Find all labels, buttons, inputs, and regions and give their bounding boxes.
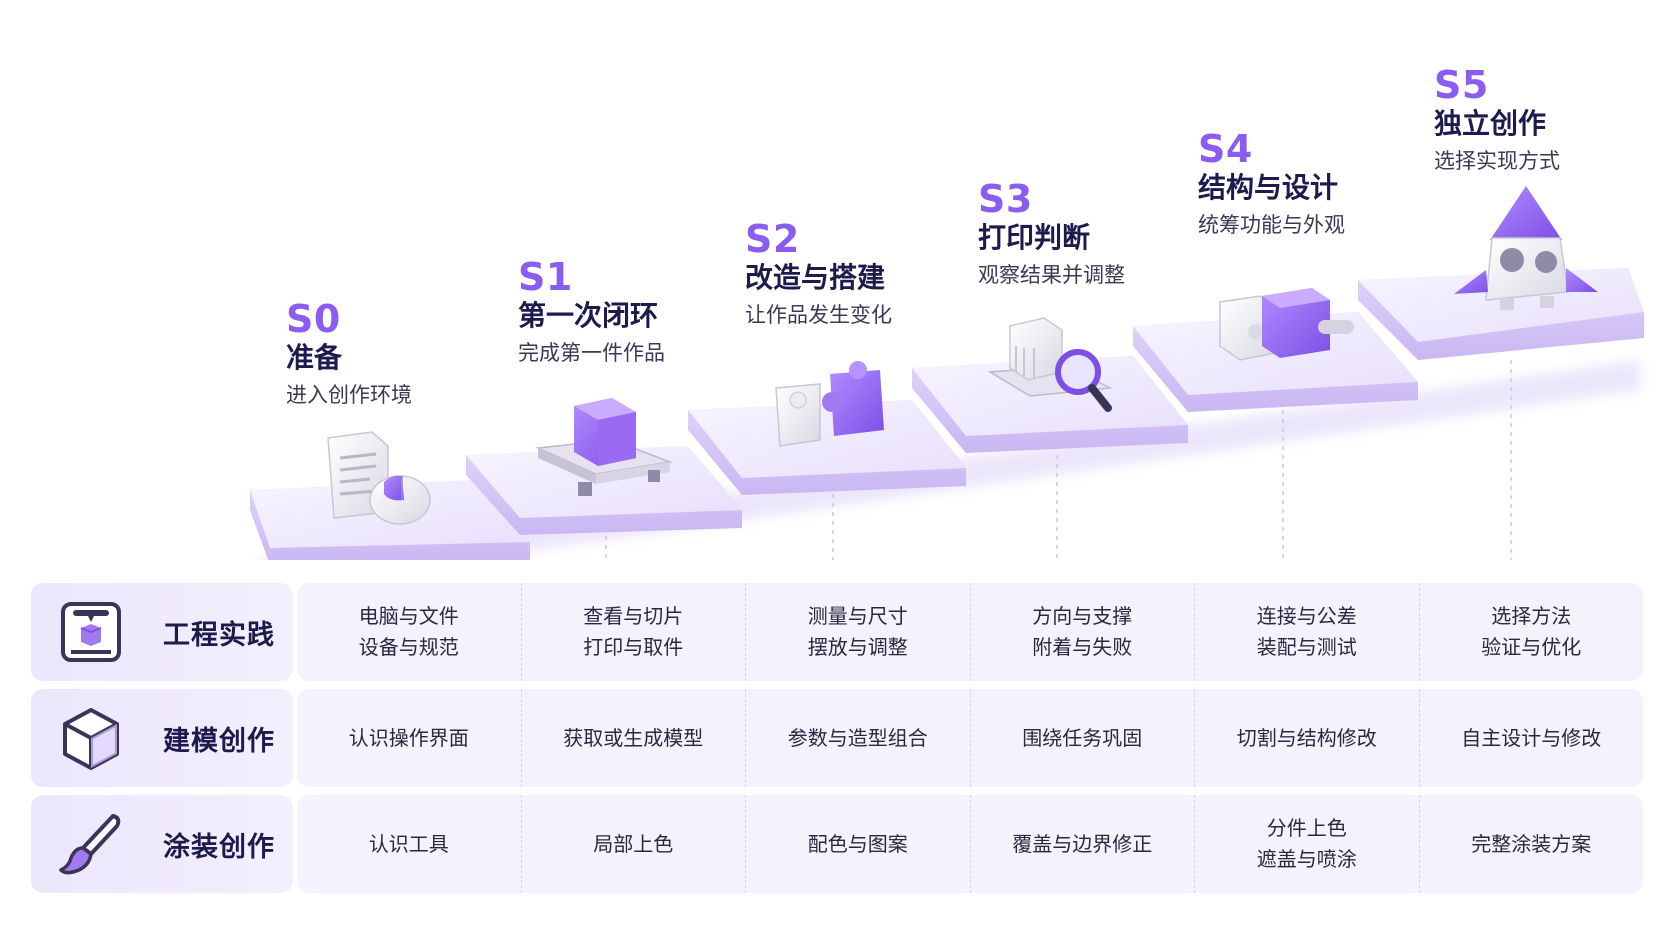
cell-line: 切割与结构修改 (1236, 725, 1377, 750)
row-cells: 认识工具 局部上色 配色与图案 覆盖与边界修正 分件上色遮盖与喷涂 完整涂装方案 (297, 795, 1643, 893)
table-cell: 获取或生成模型 (520, 689, 746, 787)
cell-line: 摆放与调整 (807, 635, 908, 659)
cell-line: 附着与失败 (1032, 635, 1133, 659)
stage-subtitle: 完成第一件作品 (518, 341, 665, 365)
table-cell: 参数与造型组合 (745, 689, 970, 787)
stage-code: S5 (1434, 63, 1489, 107)
stage-s3: S3 打印判断 观察结果并调整 (978, 178, 1125, 290)
cell-line: 方向与支撑 (1032, 604, 1133, 628)
table-cell: 电脑与文件设备与规范 (297, 583, 521, 681)
document-and-mouse-icon (327, 431, 431, 525)
cell-line: 覆盖与边界修正 (1012, 831, 1153, 856)
paintbrush-icon (59, 814, 121, 875)
stage-s4: S4 结构与设计 统筹功能与外观 (1198, 128, 1345, 240)
row-header: 涂装创作 (31, 795, 293, 893)
stage-title: 独立创作 (1434, 107, 1547, 140)
table-cell: 测量与尺寸摆放与调整 (745, 583, 970, 681)
row-header: 建模创作 (31, 689, 293, 787)
table-cell: 覆盖与边界修正 (969, 795, 1195, 893)
row-painting-creation: 涂装创作 认识工具 局部上色 配色与图案 覆盖与边界修正 分件上色遮盖与喷涂 完… (31, 795, 1643, 893)
cell-line: 完整涂装方案 (1471, 831, 1592, 856)
cell-line: 局部上色 (593, 831, 674, 856)
cell-line: 打印与取件 (583, 635, 684, 659)
staircase-diagram (250, 186, 1644, 560)
stair-steps (250, 268, 1644, 560)
cell-line: 围绕任务巩固 (1022, 725, 1143, 750)
table-cell: 切割与结构修改 (1194, 689, 1419, 787)
cell-line: 电脑与文件 (358, 604, 459, 628)
table-cell: 方向与支撑附着与失败 (969, 583, 1195, 681)
table-cell: 连接与公差装配与测试 (1194, 583, 1419, 681)
stage-code: S1 (518, 255, 573, 299)
stage-s0: S0 准备 进入创作环境 (286, 298, 412, 410)
cell-line: 连接与公差 (1256, 604, 1357, 628)
stage-s2: S2 改造与搭建 让作品发生变化 (745, 218, 892, 330)
stage-subtitle: 让作品发生变化 (745, 303, 892, 327)
cell-line: 认识工具 (368, 831, 449, 856)
cell-line: 遮盖与喷涂 (1256, 847, 1357, 871)
stage-subtitle: 进入创作环境 (286, 383, 412, 407)
cube-on-print-bed-icon (535, 398, 673, 496)
stage-title: 打印判断 (978, 221, 1091, 254)
stage-code: S0 (286, 297, 341, 341)
cell-line: 测量与尺寸 (807, 604, 908, 628)
row-title: 建模创作 (163, 725, 275, 757)
cell-line: 查看与切片 (583, 604, 684, 628)
cell-line: 选择方法 (1491, 604, 1572, 628)
puzzle-blocks-icon (775, 361, 884, 447)
connected-blocks-icon (1219, 288, 1354, 361)
table-cell: 分件上色遮盖与喷涂 (1194, 795, 1419, 893)
stage-code: S2 (745, 217, 800, 261)
row-title: 工程实践 (163, 619, 275, 651)
stage-s1: S1 第一次闭环 完成第一件作品 (518, 256, 665, 368)
cube-outline-icon (63, 708, 119, 770)
stage-subtitle: 观察结果并调整 (978, 263, 1125, 287)
cell-line: 自主设计与修改 (1461, 725, 1602, 750)
cell-line: 参数与造型组合 (787, 725, 928, 750)
cell-line: 获取或生成模型 (563, 725, 704, 750)
stage-title: 结构与设计 (1198, 171, 1339, 204)
cell-line: 装配与测试 (1256, 635, 1357, 659)
table-cell: 围绕任务巩固 (969, 689, 1195, 787)
stage-subtitle: 统筹功能与外观 (1198, 213, 1345, 237)
table-cell: 认识操作界面 (297, 689, 521, 787)
cell-line: 验证与优化 (1481, 635, 1582, 659)
row-title: 涂装创作 (163, 831, 275, 863)
rocket-icon (1454, 186, 1598, 310)
cell-line: 配色与图案 (807, 831, 908, 856)
table-cell: 认识工具 (297, 795, 521, 893)
table-cell: 局部上色 (520, 795, 746, 893)
stage-code: S3 (978, 177, 1033, 221)
cell-line: 分件上色 (1266, 816, 1347, 840)
stage-title: 准备 (286, 341, 343, 374)
row-modeling-creation: 建模创作 认识操作界面 获取或生成模型 参数与造型组合 围绕任务巩固 切割与结构… (31, 689, 1643, 787)
table-cell: 选择方法验证与优化 (1418, 583, 1644, 681)
cell-line: 设备与规范 (358, 635, 459, 659)
table-cell: 查看与切片打印与取件 (520, 583, 746, 681)
row-cells: 认识操作界面 获取或生成模型 参数与造型组合 围绕任务巩固 切割与结构修改 自主… (297, 689, 1643, 787)
cell-line: 认识操作界面 (348, 725, 469, 750)
table-cell: 配色与图案 (745, 795, 970, 893)
stage-s5: S5 独立创作 选择实现方式 (1434, 64, 1560, 176)
table-cell: 完整涂装方案 (1418, 795, 1644, 893)
stage-title: 改造与搭建 (745, 261, 886, 294)
stage-subtitle: 选择实现方式 (1434, 149, 1560, 173)
row-cells: 电脑与文件设备与规范 查看与切片打印与取件 测量与尺寸摆放与调整 方向与支撑附着… (297, 583, 1643, 681)
row-header: 工程实践 (31, 583, 293, 681)
3d-printer-icon (61, 602, 121, 662)
stage-title: 第一次闭环 (518, 299, 659, 332)
table-cell: 自主设计与修改 (1418, 689, 1644, 787)
print-with-magnifier-icon (987, 317, 1113, 412)
row-engineering-practice: 工程实践 电脑与文件设备与规范 查看与切片打印与取件 测量与尺寸摆放与调整 方向… (31, 583, 1643, 681)
stage-code: S4 (1198, 127, 1253, 171)
